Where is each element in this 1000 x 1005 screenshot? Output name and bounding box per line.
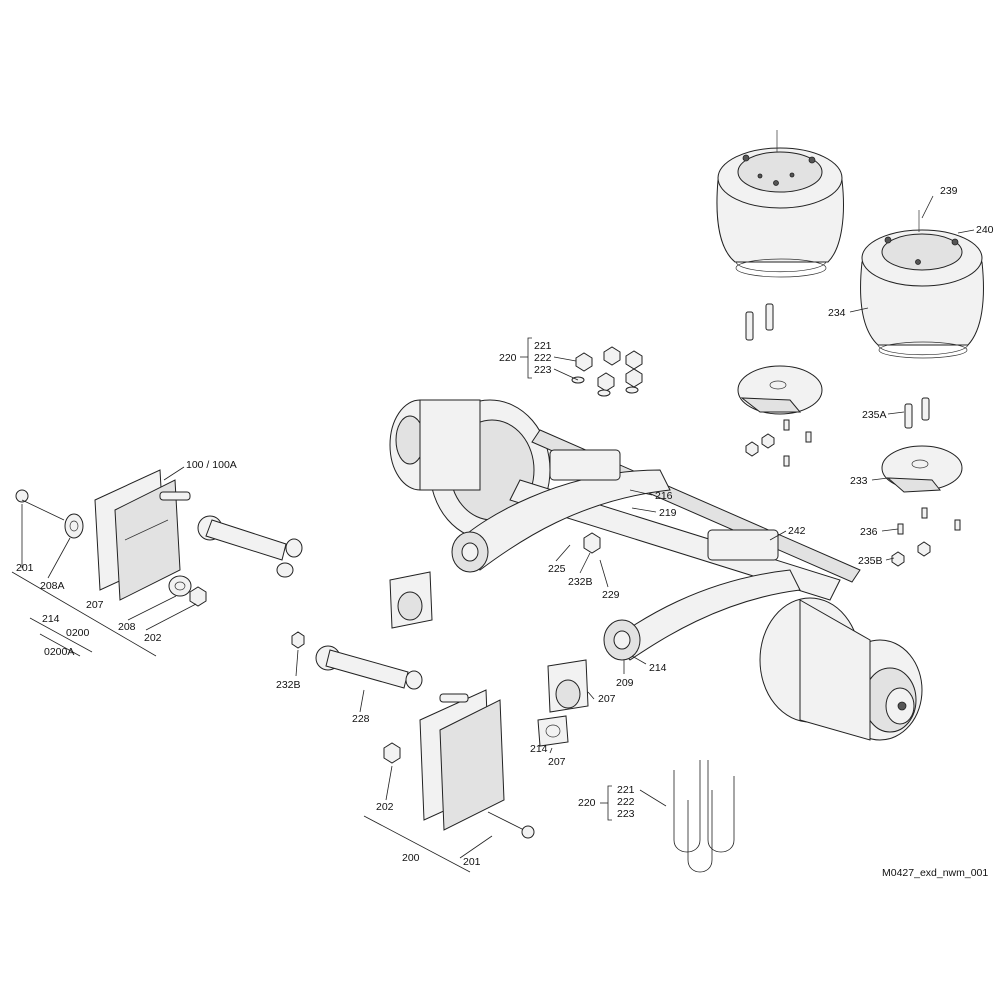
label-0200: 0200: [66, 627, 90, 639]
spring-piston-plate-upper: [737, 365, 823, 415]
ubolt-nut-set: [571, 346, 643, 397]
shock-absorber-lower: [315, 645, 423, 690]
label-221-bottom: 221: [617, 784, 635, 796]
washer-208A: [64, 513, 84, 539]
hanger-bracket-upper: [94, 469, 191, 601]
label-201-upper: 201: [16, 562, 34, 574]
label-233: 233: [850, 475, 868, 487]
label-223-bottom: 223: [617, 808, 635, 820]
bolt-201-lower: [487, 811, 535, 839]
spring-piston-plate-lower: [881, 445, 963, 493]
label-239: 239: [940, 185, 958, 197]
leader-lines: [11, 195, 975, 873]
nut-202-upper: [189, 586, 207, 607]
label-202-lower: 202: [376, 801, 394, 813]
air-spring-upper: [716, 130, 844, 278]
label-225: 225: [548, 563, 566, 575]
label-202-upper: 202: [144, 632, 162, 644]
label-221-top: 221: [534, 340, 552, 352]
label-207-upper: 207: [86, 599, 104, 611]
label-209: 209: [616, 677, 634, 689]
label-220-top: 220: [499, 352, 517, 364]
spacer-bracket-left: [389, 571, 433, 629]
label-220-bottom: 220: [578, 797, 596, 809]
air-spring-lower: [860, 210, 984, 359]
fasteners-right: [745, 419, 961, 567]
label-200: 200: [402, 852, 420, 864]
axle-assembly: [389, 399, 923, 741]
label-223-top: 223: [534, 364, 552, 376]
hanger-bracket-lower: [419, 689, 505, 831]
label-214-left: 214: [42, 613, 60, 625]
bolt-201-upper: [15, 489, 65, 521]
bushing-214-lower: [537, 715, 569, 747]
shock-absorber-upper: [197, 515, 303, 578]
label-201-lower: 201: [463, 856, 481, 868]
label-100-100A: 100 / 100A: [186, 459, 237, 471]
nut-232B-center: [583, 532, 601, 554]
label-240: 240: [976, 224, 994, 236]
label-232B-center: 232B: [568, 576, 593, 588]
label-208: 208: [118, 621, 136, 633]
label-207-mid: 207: [598, 693, 616, 705]
label-222-bottom: 222: [617, 796, 635, 808]
spacer-bracket-right: [547, 659, 589, 713]
label-232B-left: 232B: [276, 679, 301, 691]
nut-232B-left: [291, 631, 305, 649]
callout-labels: 239 240 234 221 222 223 220 235A 233 236…: [16, 185, 994, 879]
drawing-code: M0427_exd_nwm_001: [882, 867, 988, 879]
label-0200A: 0200A: [44, 646, 74, 658]
label-214-lower: 214: [530, 743, 548, 755]
u-bolts: [673, 760, 735, 873]
label-242: 242: [788, 525, 806, 537]
label-207-lower: 207: [548, 756, 566, 768]
label-229: 229: [602, 589, 620, 601]
label-219: 219: [659, 507, 677, 519]
label-228: 228: [352, 713, 370, 725]
label-234: 234: [828, 307, 846, 319]
air-spring-bolts: [745, 303, 930, 429]
nut-202-lower: [383, 742, 401, 764]
label-235B: 235B: [858, 555, 883, 567]
label-222-top: 222: [534, 352, 552, 364]
bushing-208: [168, 575, 192, 597]
label-235A: 235A: [862, 409, 887, 421]
label-236: 236: [860, 526, 878, 538]
label-208A: 208A: [40, 580, 65, 592]
label-216: 216: [655, 490, 673, 502]
label-214-axle: 214: [649, 662, 667, 674]
